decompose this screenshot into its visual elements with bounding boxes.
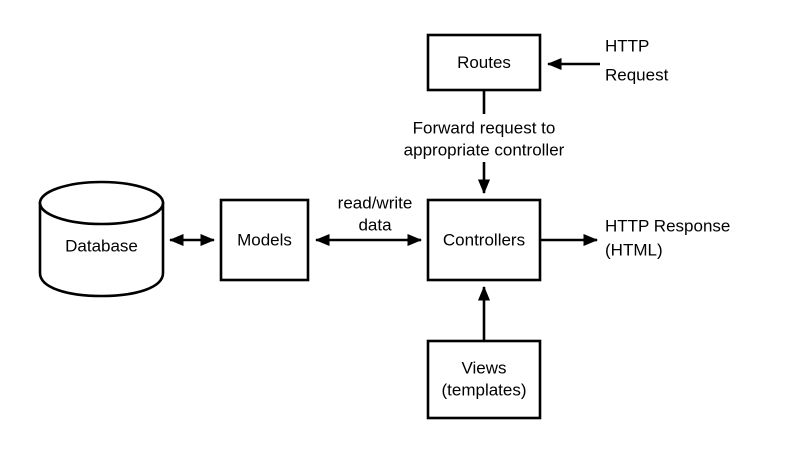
node-database[interactable]: Database [38, 180, 165, 298]
edge-models-controllers: read/write data [315, 193, 422, 247]
node-controllers[interactable]: Controllers [426, 198, 542, 282]
edge-http-request: HTTP Request [547, 36, 669, 84]
models-label: Models [237, 230, 292, 249]
forward-request-label-line1: Forward request to [413, 118, 556, 137]
forward-request-label-line2: appropriate controller [404, 140, 565, 159]
controllers-box [426, 198, 542, 282]
routes-box [426, 33, 542, 92]
node-models[interactable]: Models [219, 198, 310, 282]
database-cylinder-top [38, 180, 165, 226]
http-request-label-line1: HTTP [605, 36, 649, 55]
database-label: Database [65, 236, 138, 255]
read-write-label-line1: read/write [338, 193, 413, 212]
routes-label: Routes [457, 53, 511, 72]
http-request-label-line2: Request [605, 65, 669, 84]
models-box [219, 198, 310, 282]
node-routes[interactable]: Routes [426, 33, 542, 92]
database-cylinder-body [38, 201, 165, 298]
http-response-label-line2: (HTML) [605, 240, 663, 259]
node-views[interactable]: Views (templates) [426, 339, 542, 420]
views-box [426, 339, 542, 420]
views-label-line1: Views [461, 358, 506, 377]
views-label-line2: (templates) [441, 380, 526, 399]
http-response-label-line1: HTTP Response [605, 216, 730, 235]
edge-routes-to-controllers: Forward request to appropriate controlle… [404, 90, 565, 194]
controllers-label: Controllers [443, 230, 525, 249]
read-write-label-line2: data [358, 215, 392, 234]
edge-http-response: HTTP Response (HTML) [540, 216, 730, 259]
